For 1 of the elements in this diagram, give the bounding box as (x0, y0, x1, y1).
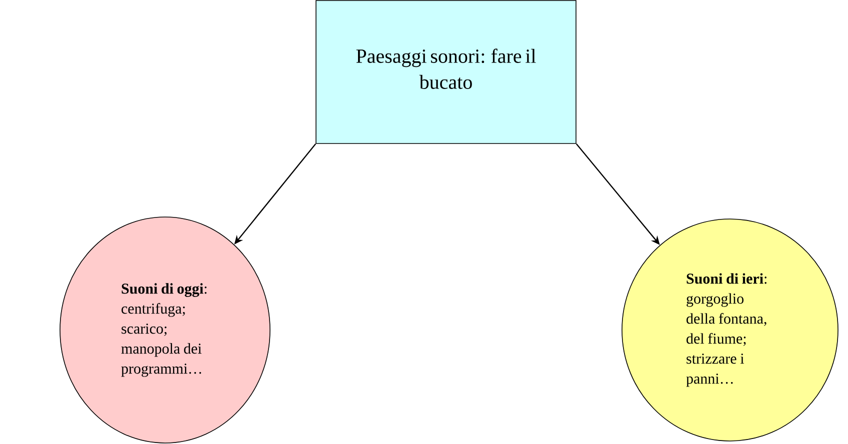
title-box: Paesaggi sonori: fare il bucato (316, 0, 576, 144)
